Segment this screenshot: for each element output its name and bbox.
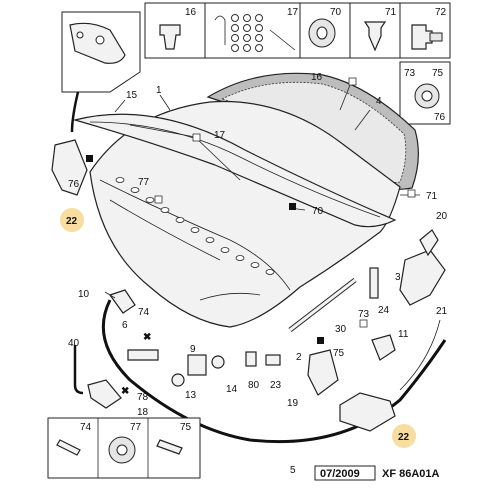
callout-73-inset: 73 [404, 68, 416, 79]
part-11 [371, 334, 396, 361]
callout-20: 20 [436, 211, 448, 222]
highlight-22-bottom [392, 424, 416, 448]
footer-date: 07/2009 [320, 468, 360, 480]
callout-72-inset: 72 [435, 7, 447, 18]
callout-23: 23 [270, 380, 282, 391]
callout-13: 13 [185, 390, 197, 401]
marker-17 [192, 133, 201, 142]
footer-date-box [314, 465, 376, 481]
pointer-line-inset [70, 91, 80, 133]
inset-box-72: 72 [399, 2, 451, 59]
part-3-24 [369, 267, 379, 299]
marker-74-cross: ✖ [143, 332, 151, 343]
part-10 [109, 289, 136, 314]
callout-76: 76 [68, 179, 80, 190]
marker-73 [359, 319, 368, 328]
callout-74: 74 [138, 307, 150, 318]
callout-1: 1 [156, 85, 162, 96]
bracket-20 [419, 229, 439, 257]
callout-16-inset: 16 [185, 7, 197, 18]
callout-75: 75 [333, 348, 345, 359]
callout-14: 14 [226, 384, 238, 395]
callout-5: 5 [290, 465, 296, 476]
callout-24: 24 [378, 305, 390, 316]
inset-box-16: 16 [144, 2, 206, 59]
callout-77-inset: 77 [130, 422, 142, 433]
callout-73: 73 [358, 309, 370, 320]
marker-16 [348, 77, 357, 86]
marker-77 [154, 195, 163, 204]
seal-5 [101, 299, 447, 444]
inset-box-17: 17 [204, 2, 301, 59]
callout-76-inset: 76 [434, 112, 446, 123]
callout-70-inset: 70 [330, 7, 342, 18]
inset-box-74-77-75: 74 77 75 [47, 417, 201, 479]
hinge-detail-inset [61, 11, 141, 93]
marker-78-cross: ✖ [121, 386, 129, 397]
callout-3: 3 [395, 272, 401, 283]
inset-box-70: 70 [299, 2, 351, 59]
bracket-21 [399, 249, 446, 306]
clip-16-drawing [159, 24, 181, 50]
callout-10: 10 [78, 289, 90, 300]
footer-ref: XF 86A01A [382, 468, 440, 480]
callout-9: 9 [190, 344, 196, 355]
callout-6: 6 [122, 320, 128, 331]
inset-box-73-76: 73 75 76 [399, 61, 451, 125]
part-80 [245, 351, 257, 367]
callout-22-bottom: 22 [398, 432, 410, 443]
handle-6 [127, 349, 159, 361]
hinge-22-left [51, 139, 88, 196]
callout-80: 80 [248, 380, 260, 391]
callout-75-inset: 75 [180, 422, 192, 433]
callout-70: 70 [312, 206, 324, 217]
tailgate-body-1 [89, 100, 401, 328]
callout-18: 18 [137, 407, 149, 418]
rod-40 [73, 345, 84, 395]
callout-71-inset: 71 [385, 7, 397, 18]
part-13 [171, 373, 185, 387]
callout-15: 15 [126, 90, 138, 101]
lock-9 [187, 354, 207, 376]
hinge-22-bottom [339, 392, 396, 432]
part-23 [265, 354, 281, 366]
bracket-19 [307, 349, 339, 396]
callout-2: 2 [296, 352, 302, 363]
marker-76 [86, 155, 93, 162]
callout-30: 30 [335, 324, 347, 335]
callout-40: 40 [68, 338, 80, 349]
callout-77: 77 [138, 177, 150, 188]
callout-21: 21 [436, 306, 448, 317]
part-14 [211, 355, 225, 369]
inset-box-71: 71 [349, 2, 401, 59]
marker-70 [289, 203, 296, 210]
callout-16: 16 [311, 72, 323, 83]
callout-78: 78 [137, 392, 149, 403]
leader-lines [104, 84, 420, 299]
highlight-22-left [60, 208, 84, 232]
callout-22-left: 22 [66, 216, 78, 227]
callout-4: 4 [376, 96, 382, 107]
callout-75-inset: 75 [432, 68, 444, 79]
part-18 [87, 379, 122, 409]
callout-17: 17 [214, 130, 226, 141]
callout-19: 19 [287, 398, 299, 409]
callout-71: 71 [426, 191, 438, 202]
callout-17-inset: 17 [287, 7, 299, 18]
callout-11: 11 [398, 329, 409, 340]
spoiler-15 [72, 113, 397, 228]
marker-71 [407, 189, 416, 198]
gas-strut-30 [288, 278, 357, 332]
marker-75 [317, 337, 324, 344]
callout-74-inset: 74 [80, 422, 92, 433]
